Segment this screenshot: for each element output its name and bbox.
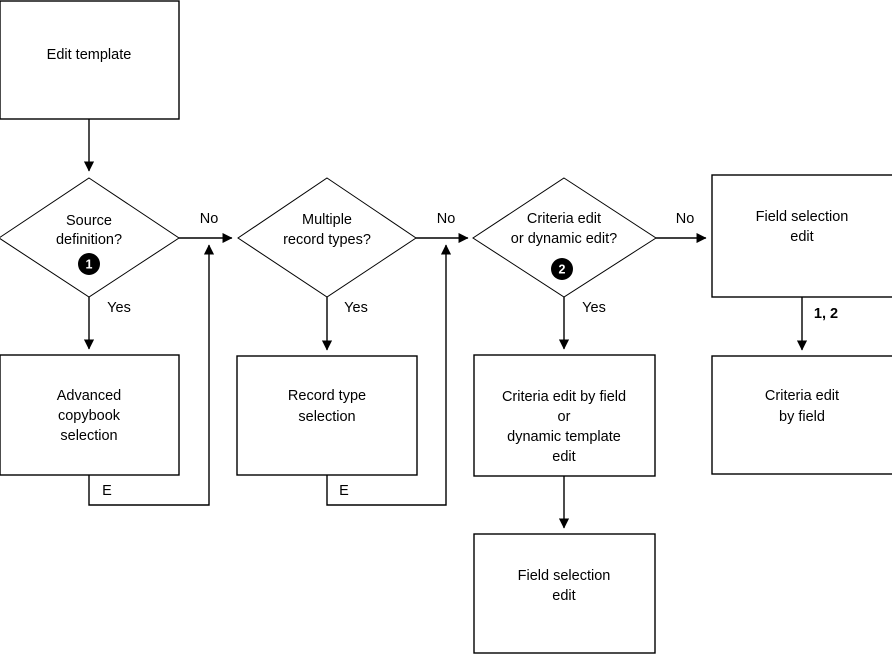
field-selection-edit-right-label-line1: Field selection [756,209,849,225]
edge-label-yes-2: Yes [344,300,368,316]
criteria-edit-by-field-label-line2: by field [779,409,825,425]
source-definition-label-line1: Source [66,213,112,229]
criteria-edit-by-field-label-line1: Criteria edit [765,388,839,404]
record-type-selection-label-line2: selection [298,409,355,425]
multiple-record-types-label-line2: record types? [283,232,371,248]
node-edit-template[interactable]: Edit template [0,0,180,120]
edge-label-one-two: 1, 2 [814,306,838,322]
edge-label-yes-1: Yes [107,300,131,316]
node-multiple-record-types[interactable]: Multiple record types? [237,177,417,298]
field-selection-edit-bottom-box[interactable] [473,533,656,654]
edit-template-box[interactable] [0,0,180,120]
node-criteria-edit-by-field[interactable]: Criteria edit by field [711,355,892,475]
advanced-copybook-selection-box[interactable] [0,354,180,476]
source-definition-diamond[interactable] [0,177,180,298]
record-type-selection-box[interactable] [236,355,418,476]
criteria-edit-by-field-box[interactable] [711,355,892,475]
node-advanced-copybook-selection[interactable]: Advanced copybook selection [0,354,180,476]
node-criteria-edit-or-dynamic-template-edit[interactable]: Criteria edit by field or dynamic templa… [473,354,656,477]
node-source-definition[interactable]: Source definition? 1 [0,177,180,298]
source-definition-label-line2: definition? [56,232,122,248]
criteria-edit-or-dynamic-template-edit-label-line3: dynamic template [507,429,621,445]
multiple-record-types-diamond[interactable] [237,177,417,298]
criteria-or-dynamic-edit-badge-number: 2 [559,262,566,276]
edge-label-yes-3: Yes [582,300,606,316]
criteria-edit-or-dynamic-template-edit-box[interactable] [473,354,656,477]
criteria-or-dynamic-edit-label-line1: Criteria edit [527,211,601,227]
edge-label-e-2: E [339,483,349,499]
edit-template-label: Edit template [47,47,132,63]
field-selection-edit-bottom-label-line2: edit [552,588,575,604]
criteria-or-dynamic-edit-badge-circle [551,258,573,280]
criteria-edit-or-dynamic-template-edit-label-line4: edit [552,449,575,465]
advanced-copybook-selection-label-line3: selection [60,428,117,444]
edge-label-no-1: No [200,211,219,227]
source-definition-badge-number: 1 [86,257,93,271]
field-selection-edit-bottom-label-line1: Field selection [518,568,611,584]
field-selection-edit-right-label-line2: edit [790,229,813,245]
source-definition-badge-circle [78,253,100,275]
criteria-edit-or-dynamic-template-edit-label-line1: Criteria edit by field [502,389,626,405]
node-field-selection-edit-right[interactable]: Field selection edit [711,174,892,298]
edge-label-no-2: No [437,211,456,227]
node-record-type-selection[interactable]: Record type selection [236,355,418,476]
edge-advanced-copybook-selection-e-feedback [88,244,215,506]
multiple-record-types-label-line1: Multiple [302,212,352,228]
criteria-or-dynamic-edit-label-line2: or dynamic edit? [511,231,617,247]
record-type-selection-label-line1: Record type [288,388,366,404]
criteria-or-dynamic-edit-diamond[interactable] [472,177,657,298]
edge-record-type-selection-e-feedback [326,244,452,506]
criteria-edit-or-dynamic-template-edit-label-line2: or [558,409,571,425]
node-field-selection-edit-bottom[interactable]: Field selection edit [473,533,656,654]
advanced-copybook-selection-label-line2: copybook [58,408,121,424]
edge-label-no-3: No [676,211,695,227]
node-criteria-or-dynamic-edit[interactable]: Criteria edit or dynamic edit? 2 [472,177,657,298]
advanced-copybook-selection-label-line1: Advanced [57,388,122,404]
field-selection-edit-right-box[interactable] [711,174,892,298]
edge-label-e-1: E [102,483,112,499]
